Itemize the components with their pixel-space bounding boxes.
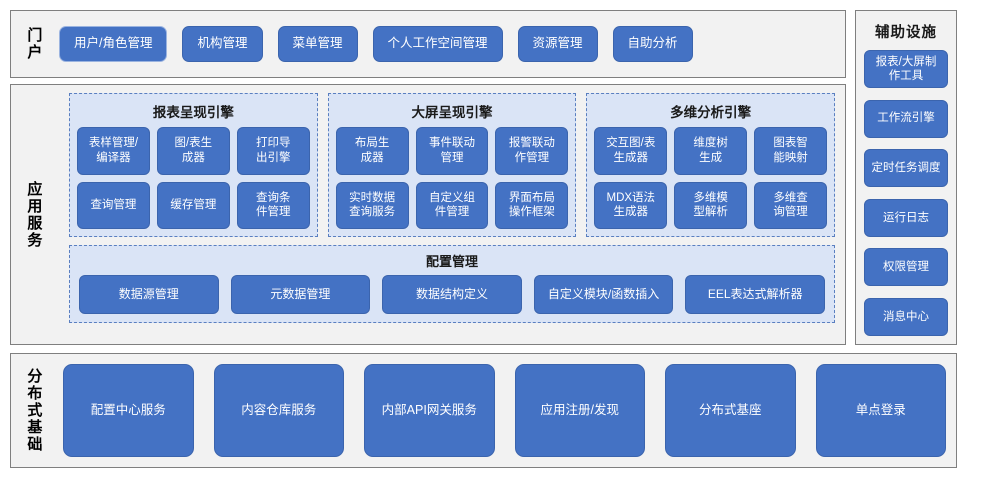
configuration-management-row: 数据源管理 元数据管理 数据结构定义 自定义模块/函数插入 EEL表达式解析器: [79, 275, 825, 314]
portal-button-user-role-management[interactable]: 用户/角色管理: [59, 26, 168, 62]
engine-group-report-title: 报表呈现引擎: [152, 105, 234, 120]
engine-group-report-grid: 表样管理/ 编译器 图/表生 成器 打印导 出引擎 查询管理 缓存管理 查询条 …: [77, 127, 310, 229]
auxiliary-facilities-list: 报表/大屏制 作工具 工作流引擎 定时任务调度 运行日志 权限管理 消息中心: [864, 50, 948, 336]
auxiliary-facilities-title: 辅助设施: [875, 25, 937, 41]
olap-button-chart-smart-mapping[interactable]: 图表智 能映射: [754, 127, 828, 175]
engine-group-multidimensional-analysis-grid: 交互图/表 生成器 维度树 生成 图表智 能映射 MDX语法 生成器 多维模 型…: [594, 127, 828, 229]
config-button-eel-expression-parser[interactable]: EEL表达式解析器: [685, 275, 825, 314]
report-button-chart-table-generator[interactable]: 图/表生 成器: [156, 127, 230, 175]
distributed-base-section: 分布式基础 配置中心服务 内容仓库服务 内部API网关服务 应用注册/发现 分布…: [10, 353, 957, 468]
large-screen-button-realtime-data-query-service[interactable]: 实时数据 查询服务: [335, 181, 409, 229]
distbase-button-internal-api-gateway-service[interactable]: 内部API网关服务: [364, 364, 495, 457]
large-screen-button-alarm-linkage-action-management[interactable]: 报警联动 作管理: [495, 127, 569, 175]
large-screen-button-custom-component-management[interactable]: 自定义组 件管理: [415, 181, 489, 229]
portal-button-row: 用户/角色管理 机构管理 菜单管理 个人工作空间管理 资源管理 自助分析: [55, 11, 837, 77]
engine-group-report: 报表呈现引擎 表样管理/ 编译器 图/表生 成器 打印导 出引擎 查询管理 缓存…: [69, 93, 318, 237]
portal-button-personal-workspace-management[interactable]: 个人工作空间管理: [372, 26, 503, 62]
olap-button-dimension-tree-generation[interactable]: 维度树 生成: [674, 127, 748, 175]
report-button-template-management-compiler[interactable]: 表样管理/ 编译器: [77, 127, 150, 175]
olap-button-interactive-chart-table-generator[interactable]: 交互图/表 生成器: [594, 127, 668, 175]
report-button-print-export-engine[interactable]: 打印导 出引擎: [236, 127, 310, 175]
report-button-query-management[interactable]: 查询管理: [77, 181, 150, 229]
engine-group-row: 报表呈现引擎 表样管理/ 编译器 图/表生 成器 打印导 出引擎 查询管理 缓存…: [69, 93, 836, 237]
distbase-button-config-center-service[interactable]: 配置中心服务: [63, 364, 194, 457]
distributed-base-button-row: 配置中心服务 内容仓库服务 内部API网关服务 应用注册/发现 分布式基座 单点…: [63, 364, 946, 457]
configuration-management-group: 配置管理 数据源管理 元数据管理 数据结构定义 自定义模块/函数插入 EEL表达…: [69, 245, 835, 323]
config-button-metadata-management[interactable]: 元数据管理: [230, 275, 371, 314]
portal-section: 门户 用户/角色管理 机构管理 菜单管理 个人工作空间管理 资源管理 自助分析: [10, 10, 846, 78]
distbase-button-content-repository-service[interactable]: 内容仓库服务: [213, 364, 344, 457]
aux-button-runtime-log[interactable]: 运行日志: [864, 198, 948, 237]
engine-group-multidimensional-analysis: 多维分析引擎 交互图/表 生成器 维度树 生成 图表智 能映射 MDX语法 生成…: [586, 93, 836, 237]
portal-section-label: 门户: [11, 11, 55, 77]
aux-button-workflow-engine[interactable]: 工作流引擎: [864, 99, 948, 138]
application-services-section: 应用服务 报表呈现引擎 表样管理/ 编译器 图/表生 成器 打印导 出引擎 查询…: [10, 84, 846, 345]
aux-button-permission-management[interactable]: 权限管理: [864, 248, 948, 287]
application-services-content: 报表呈现引擎 表样管理/ 编译器 图/表生 成器 打印导 出引擎 查询管理 缓存…: [69, 93, 836, 336]
distributed-base-section-label: 分布式基础: [11, 354, 55, 467]
portal-button-menu-management[interactable]: 菜单管理: [277, 26, 358, 62]
engine-group-large-screen-grid: 布局生 成器 事件联动 管理 报警联动 作管理 实时数据 查询服务 自定义组 件…: [335, 127, 569, 229]
large-screen-button-ui-layout-operation-framework[interactable]: 界面布局 操作框架: [495, 181, 569, 229]
distbase-button-distributed-foundation[interactable]: 分布式基座: [665, 364, 796, 457]
olap-button-multidimensional-query-management[interactable]: 多维查 询管理: [754, 181, 828, 229]
large-screen-button-layout-generator[interactable]: 布局生 成器: [335, 127, 409, 175]
portal-section-label-text: 门户: [25, 27, 43, 61]
olap-button-multidimensional-model-parsing[interactable]: 多维模 型解析: [674, 181, 748, 229]
distbase-button-app-registration-discovery[interactable]: 应用注册/发现: [514, 364, 645, 457]
config-button-data-structure-definition[interactable]: 数据结构定义: [382, 275, 522, 314]
large-screen-button-event-linkage-management[interactable]: 事件联动 管理: [415, 127, 489, 175]
application-services-section-label-text: 应用服务: [25, 180, 43, 249]
configuration-management-title: 配置管理: [425, 254, 478, 269]
engine-group-large-screen: 大屏呈现引擎 布局生 成器 事件联动 管理 报警联动 作管理 实时数据 查询服务…: [327, 93, 577, 237]
aux-button-message-center[interactable]: 消息中心: [864, 297, 948, 336]
report-button-cache-management[interactable]: 缓存管理: [156, 181, 230, 229]
portal-button-resource-management[interactable]: 资源管理: [517, 26, 598, 62]
application-services-section-label: 应用服务: [11, 85, 55, 344]
distbase-button-single-sign-on[interactable]: 单点登录: [815, 364, 946, 457]
engine-group-large-screen-title: 大屏呈现引擎: [411, 105, 493, 120]
portal-button-self-service-analysis[interactable]: 自助分析: [612, 26, 693, 62]
aux-button-scheduled-task-scheduler[interactable]: 定时任务调度: [864, 149, 948, 188]
portal-button-org-management[interactable]: 机构管理: [182, 26, 263, 62]
engine-group-multidimensional-analysis-title: 多维分析引擎: [670, 105, 752, 120]
auxiliary-facilities-section: 辅助设施 报表/大屏制 作工具 工作流引擎 定时任务调度 运行日志 权限管理 消…: [855, 10, 957, 345]
distributed-base-section-label-text: 分布式基础: [25, 368, 43, 453]
olap-button-mdx-syntax-generator[interactable]: MDX语法 生成器: [594, 181, 668, 229]
aux-button-report-dashboard-authoring-tool[interactable]: 报表/大屏制 作工具: [864, 50, 948, 88]
config-button-datasource-management[interactable]: 数据源管理: [79, 275, 219, 314]
config-button-custom-module-function-insertion[interactable]: 自定义模块/函数插入: [533, 275, 674, 314]
report-button-query-condition-management[interactable]: 查询条 件管理: [236, 181, 310, 229]
